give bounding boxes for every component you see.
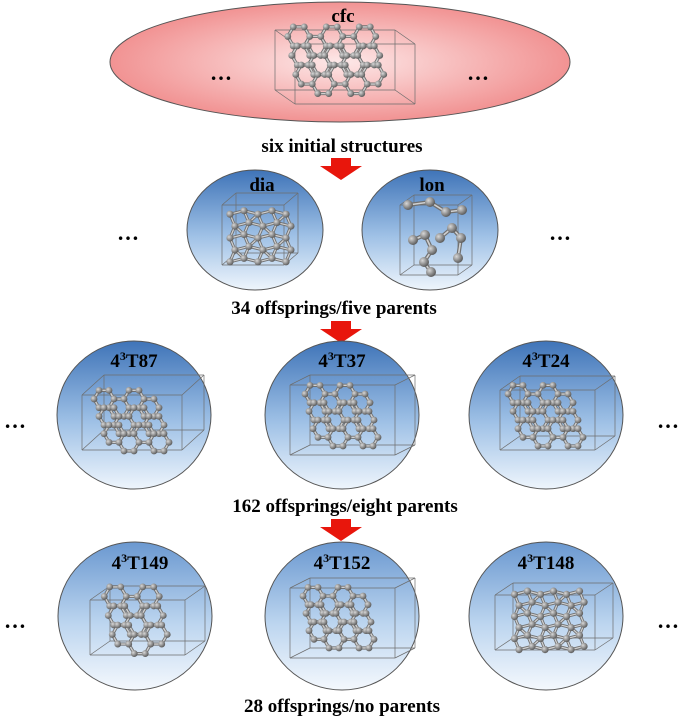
t149-bubble: 43T149 [57,541,213,691]
t37-label: 43T37 [318,349,366,372]
top-left-ellipsis: … [210,60,232,85]
cfc-label: cfc [331,6,354,27]
t87-bubble: 43T87 [56,340,212,490]
row2-right-ellipsis: … [549,220,571,245]
t24-molecule-icon [499,375,616,451]
top-right-ellipsis: … [467,60,489,85]
t148-bubble: 43T148 [468,541,624,691]
caption-28-offsprings: 28 offsprings/no parents [244,696,440,717]
row3-right-ellipsis: … [657,408,679,433]
lon-label: lon [419,175,445,196]
t152-bubble: 43T152 [264,541,420,691]
cfc-molecule-icon [274,23,416,105]
dia-label: dia [249,175,275,196]
t24-bubble: 43T24 [468,340,624,490]
row4-left-ellipsis: … [4,608,26,633]
t37-bubble: 43T37 [264,340,420,490]
t87-label: 43T87 [110,349,158,372]
cfc-structure-ellipse: cfc … … [109,1,571,123]
down-arrow-icon [320,519,362,541]
t24-label: 43T24 [522,349,570,372]
t149-molecule-icon [89,583,206,657]
down-arrow-icon [320,321,362,343]
t87-molecule-icon [81,374,205,455]
dia-molecule-icon [221,192,299,266]
caption-initial-structures: six initial structures [261,136,422,157]
row3-left-ellipsis: … [4,408,26,433]
caption-34-offsprings: 34 offsprings/five parents [231,298,436,319]
t152-label: 43T152 [314,551,371,574]
row2-left-ellipsis: … [117,220,139,245]
t149-label: 43T149 [112,551,169,574]
dia-bubble: dia [186,169,324,291]
down-arrow-icon [320,158,362,180]
t37-molecule-icon [289,374,416,456]
lon-bubble: lon [361,169,499,291]
row4-right-ellipsis: … [657,608,679,633]
caption-162-offsprings: 162 offsprings/eight parents [232,496,458,517]
t148-molecule-icon [494,582,614,654]
t148-label: 43T148 [518,551,575,574]
lon-molecule-icon [399,194,473,277]
t152-molecule-icon [289,577,416,659]
